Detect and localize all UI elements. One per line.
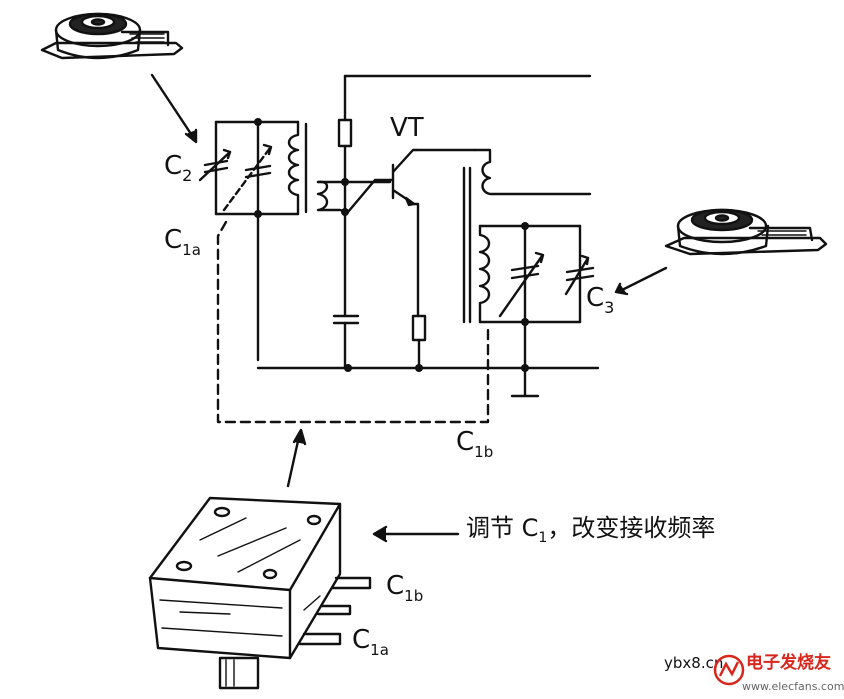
arrow-to-c2 bbox=[150, 73, 197, 142]
label-c2: C2 bbox=[164, 151, 192, 185]
watermark-logo-icon bbox=[713, 654, 745, 686]
label-c3: C3 bbox=[586, 283, 614, 317]
watermark-site: ybx8.cn bbox=[664, 654, 723, 672]
junction-dots bbox=[254, 118, 529, 372]
label-vt: VT bbox=[390, 113, 424, 143]
transistor-vt bbox=[346, 148, 477, 370]
arrow-to-c3 bbox=[620, 266, 668, 292]
trimmer-capacitor-right bbox=[664, 208, 828, 256]
input-tuned-circuit bbox=[198, 120, 392, 362]
label-c1a-component: C1a bbox=[352, 625, 389, 659]
dual-gang-variable-capacitor bbox=[148, 496, 372, 690]
watermark: ybx8.cn 电子发烧友 www.elecfans.com bbox=[664, 652, 844, 693]
label-c1b-middle: C1b bbox=[456, 427, 493, 461]
oscillator-tuned-circuit bbox=[462, 148, 595, 398]
bias-network bbox=[332, 74, 592, 370]
watermark-url: www.elecfans.com bbox=[742, 680, 844, 693]
label-c1a-top: C1a bbox=[164, 225, 201, 259]
gang-link-dashed bbox=[216, 220, 490, 424]
trimmer-capacitor-top-left bbox=[40, 12, 184, 60]
label-c1b-component: C1b bbox=[386, 571, 423, 605]
watermark-brand: 电子发烧友 bbox=[746, 652, 831, 673]
annotation-adjust-c1: 调节 C1，改变接收频率 bbox=[466, 514, 715, 546]
